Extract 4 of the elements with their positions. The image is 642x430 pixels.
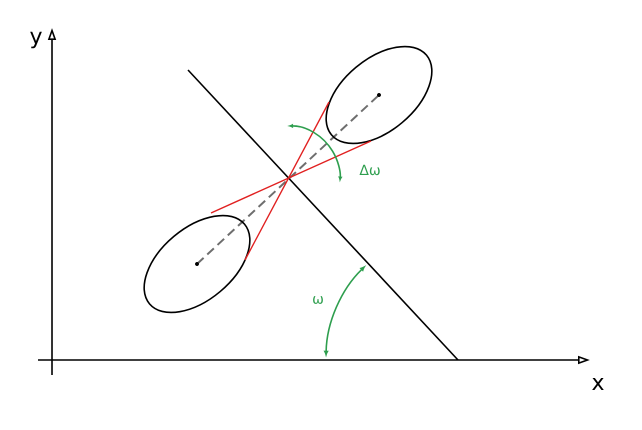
axis-label: x xyxy=(592,378,604,390)
axis-label: y xyxy=(30,32,42,48)
angle-label: Δω xyxy=(359,164,380,176)
angle-label: ω xyxy=(313,296,323,304)
